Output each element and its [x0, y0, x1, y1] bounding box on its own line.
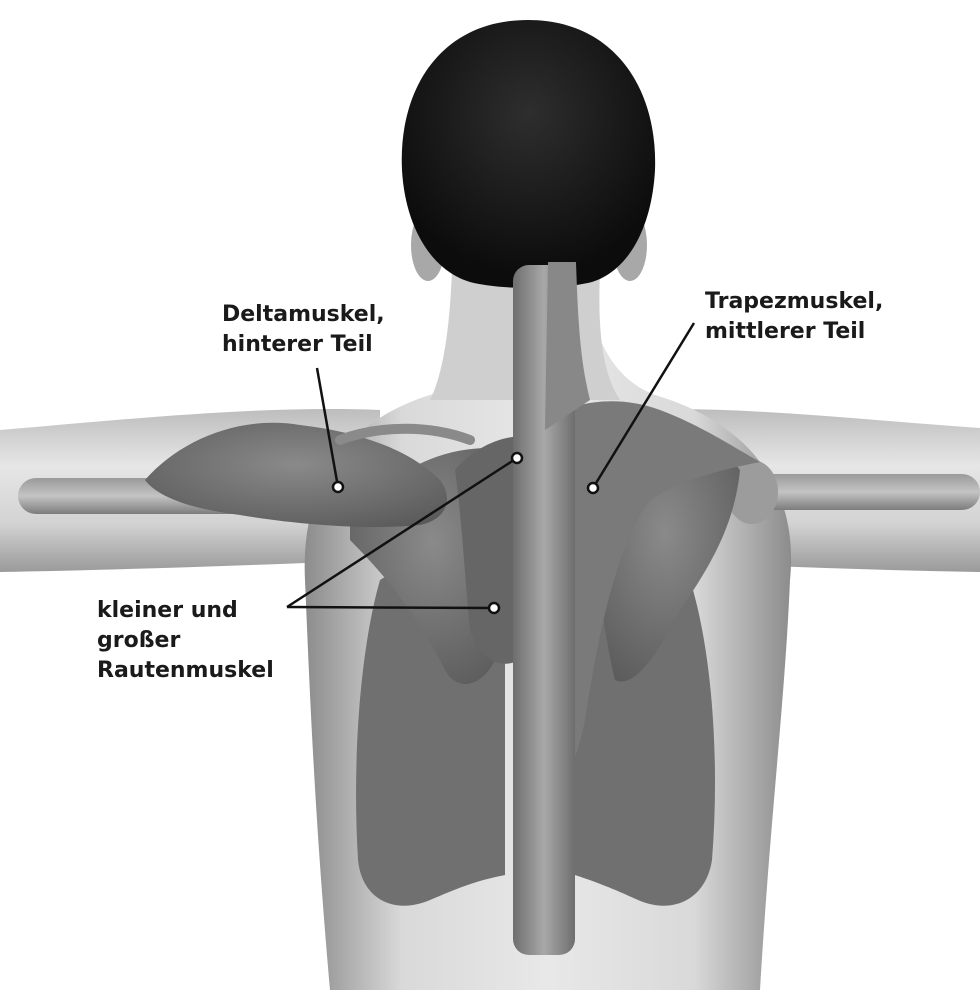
marker-rautenmuskel-upper: [512, 453, 522, 463]
label-line: mittlerer Teil: [705, 317, 883, 347]
marker-trapezmuskel: [588, 483, 598, 493]
label-line: kleiner und: [97, 596, 274, 626]
marker-rautenmuskel-lower: [489, 603, 499, 613]
label-line: Trapezmuskel,: [705, 287, 883, 317]
label-line: Deltamuskel,: [222, 300, 385, 330]
leader-line-rautenmuskel-lower: [287, 607, 494, 608]
label-deltamuskel: Deltamuskel, hinterer Teil: [222, 300, 385, 360]
label-line: großer: [97, 626, 274, 656]
marker-deltamuskel: [333, 482, 343, 492]
label-line: hinterer Teil: [222, 330, 385, 360]
head: [402, 20, 655, 288]
label-line: Rautenmuskel: [97, 656, 274, 686]
label-trapezmuskel: Trapezmuskel, mittlerer Teil: [705, 287, 883, 347]
label-rautenmuskel: kleiner und großer Rautenmuskel: [97, 596, 274, 686]
